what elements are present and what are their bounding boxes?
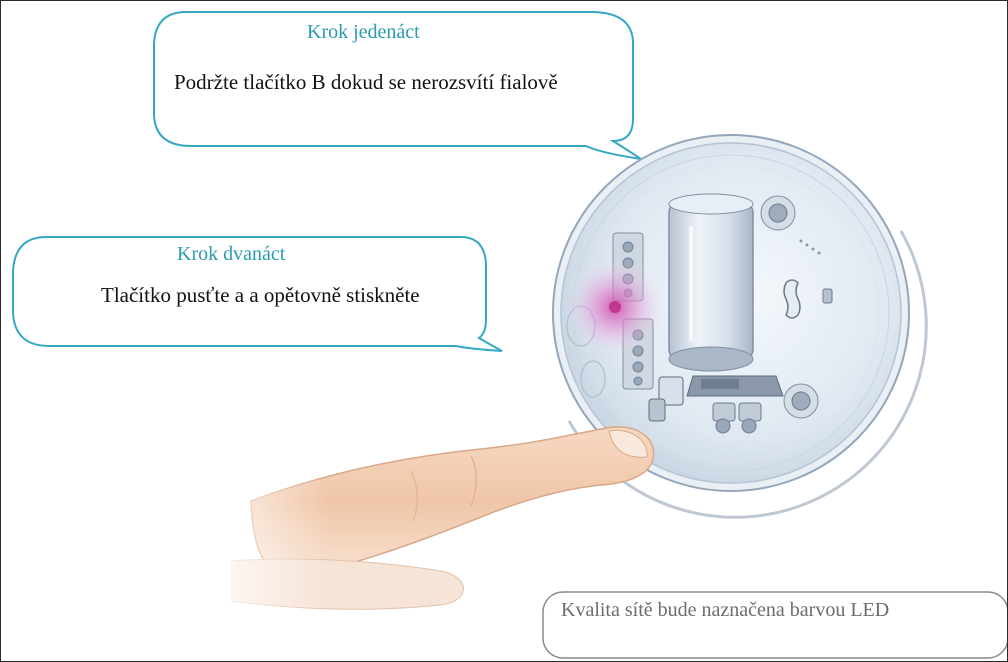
device-housing-icon	[552, 134, 928, 519]
step12-text: Tlačítko pusťte a a opětovně stiskněte	[101, 283, 420, 307]
speech-bubble-step12	[12, 236, 503, 352]
network-quality-note: Kvalita sítě bude naznačena barvou LED	[561, 599, 890, 621]
screw-post-bottom	[783, 383, 819, 419]
screw-post-top	[760, 195, 796, 231]
step12-title: Krok dvanáct	[177, 243, 286, 265]
finger-hand-icon	[181, 421, 655, 621]
step11-text: Podržte tlačítko B dokud se nerozsvítí f…	[174, 70, 558, 94]
button-b-icon	[648, 376, 684, 422]
step11-title: Krok jedenáct	[307, 21, 420, 43]
battery-icon	[668, 193, 754, 372]
purple-led-icon	[567, 259, 663, 355]
note-box	[542, 591, 1007, 659]
